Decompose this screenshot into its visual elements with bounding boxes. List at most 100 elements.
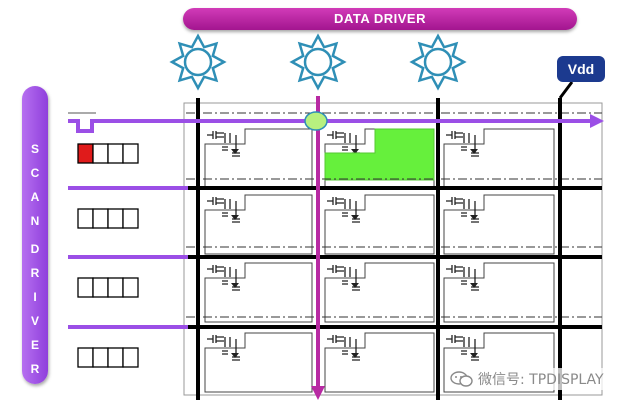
storage-capacitor [342,199,360,223]
pixel-electrode [443,262,555,323]
data-driver-label: DATA DRIVER [334,11,426,26]
sun-core [183,47,213,77]
register-cell [122,208,139,229]
sun-core [303,47,333,77]
lit-pixel [324,128,435,181]
storage-capacitor [222,199,240,223]
register-cell [107,277,124,298]
oled-diode [231,353,239,358]
pixel-cell [204,262,313,323]
pixel-cell [204,332,313,393]
pixel-cell [204,194,313,255]
scan-driver-letter: R [30,266,40,280]
storage-capacitor [342,133,360,157]
vdd-label: Vdd [557,56,605,82]
register-cell [92,277,109,298]
register-cell [122,143,139,164]
tft-transistor [327,335,344,343]
shift-register [77,277,139,298]
storage-capacitor [461,133,479,157]
storage-capacitor [461,199,479,223]
wechat-icon [450,371,473,387]
storage-capacitor [342,337,360,361]
register-cell [122,347,139,368]
oled-diode [470,353,478,358]
pixel-electrode [443,332,555,393]
active-scan-line [68,119,592,133]
pixel-cell [443,262,555,323]
tft-transistor [446,335,463,343]
data-driver: DATA DRIVER [183,8,577,30]
scan-driver-letter: V [30,314,39,328]
tft-transistor [327,131,344,139]
pixel-cell [443,332,555,393]
sun-icon [409,33,467,91]
shift-register [77,143,139,164]
oled-diode [231,215,239,220]
pixel-electrode [443,194,555,255]
register-cell [107,208,124,229]
pixel-cell [324,332,435,393]
pixel-electrode [204,262,313,323]
oled-diode [351,353,359,358]
scan-driver: S C A N D R I V E R [22,86,48,384]
active-register-cell [77,143,94,164]
oled-diode [470,215,478,220]
tft-transistor [327,197,344,205]
tft-transistor [446,131,463,139]
storage-capacitor [222,133,240,157]
pixel-array-frame [183,102,603,396]
pixel-cell [443,194,555,255]
scan-driver-letter: R [30,362,40,376]
tft-transistor [207,197,224,205]
scan-driver-letter: A [30,190,40,204]
pixel-cell [324,194,435,255]
register-cell [77,277,94,298]
sun-icon [169,33,227,91]
oled-diode [470,149,478,154]
scan-arrow [590,114,604,128]
register-cell [92,143,109,164]
tft-transistor [446,265,463,273]
scan-driver-letter: E [30,338,39,352]
shift-register [77,347,139,368]
register-cell [92,347,109,368]
oled-diode [351,149,359,154]
pixel-electrode [324,194,435,255]
register-cell [107,347,124,368]
tft-transistor [207,131,224,139]
oled-diode [231,283,239,288]
storage-capacitor [342,267,360,291]
pixel-electrode [324,332,435,393]
oled-diode [470,283,478,288]
oled-diode [351,283,359,288]
tft-transistor [446,197,463,205]
pixel-electrode [204,332,313,393]
storage-capacitor [461,337,479,361]
register-cell [122,277,139,298]
pixel-electrode [204,194,313,255]
oled-diode [351,215,359,220]
register-cell [107,143,124,164]
pixel-electrode [324,262,435,323]
scan-driver-letter: C [30,166,40,180]
sun-core [423,47,453,77]
storage-capacitor [461,267,479,291]
register-cell [77,208,94,229]
storage-capacitor [222,267,240,291]
storage-capacitor [222,337,240,361]
register-cell [92,208,109,229]
scan-driver-letter: I [33,290,37,304]
scan-driver-letter: N [30,214,40,228]
vdd-lead [558,81,574,99]
tft-transistor [327,265,344,273]
scan-driver-letter: S [30,142,39,156]
tft-transistor [207,335,224,343]
sun-icon [289,33,347,91]
watermark-text: 微信号: TPDISPLAY [478,372,604,388]
intersection-node [304,111,328,131]
tft-transistor [207,265,224,273]
oled-diode [231,149,239,154]
shift-register [77,208,139,229]
